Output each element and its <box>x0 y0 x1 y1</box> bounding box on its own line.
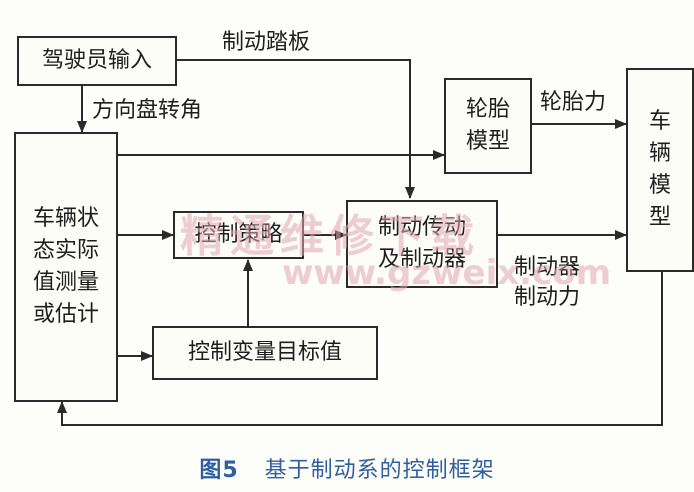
steering-angle-label: 方向盘转角 <box>92 98 203 123</box>
brake-force-label: 制动器 制动力 <box>514 255 581 310</box>
driver-input-box: 驾驶员输入 <box>17 36 177 86</box>
tire-model-box: 轮胎 模型 <box>444 78 532 174</box>
brake-pedal-label: 制动踏板 <box>222 30 311 55</box>
driver-input-label: 驾驶员输入 <box>41 48 152 73</box>
vehicle-state-box: 车辆状 态实际 值测量 或估计 <box>14 132 118 402</box>
tire-model-label: 轮胎 模型 <box>465 97 510 154</box>
arrow-pedal-to-actuator <box>177 59 415 199</box>
vehicle-model-box: 车 辆 模 型 <box>626 68 694 272</box>
arrow-feedback <box>57 272 663 426</box>
target-value-box: 控制变量目标值 <box>152 326 378 380</box>
watermark-url: www.gzweix.com <box>282 253 612 293</box>
brake-actuator-box: 制动传动 及制动器 <box>346 200 498 288</box>
watermark-cn: 精通维修下载 <box>180 211 480 262</box>
figure-title: 基于制动系的控制框架 <box>264 458 495 483</box>
control-strategy-label: 控制策略 <box>194 222 283 247</box>
brake-actuator-label: 制动传动 及制动器 <box>377 215 466 272</box>
control-strategy-box: 控制策略 <box>173 211 304 259</box>
figure-number: 图5 <box>199 458 239 483</box>
figure-caption: 图5 基于制动系的控制框架 <box>0 452 694 484</box>
vehicle-model-label: 车 辆 模 型 <box>648 109 671 230</box>
tire-force-label: 轮胎力 <box>540 90 607 115</box>
target-value-label: 控制变量目标值 <box>187 340 342 365</box>
vehicle-state-label: 车辆状 态实际 值测量 或估计 <box>32 206 99 327</box>
